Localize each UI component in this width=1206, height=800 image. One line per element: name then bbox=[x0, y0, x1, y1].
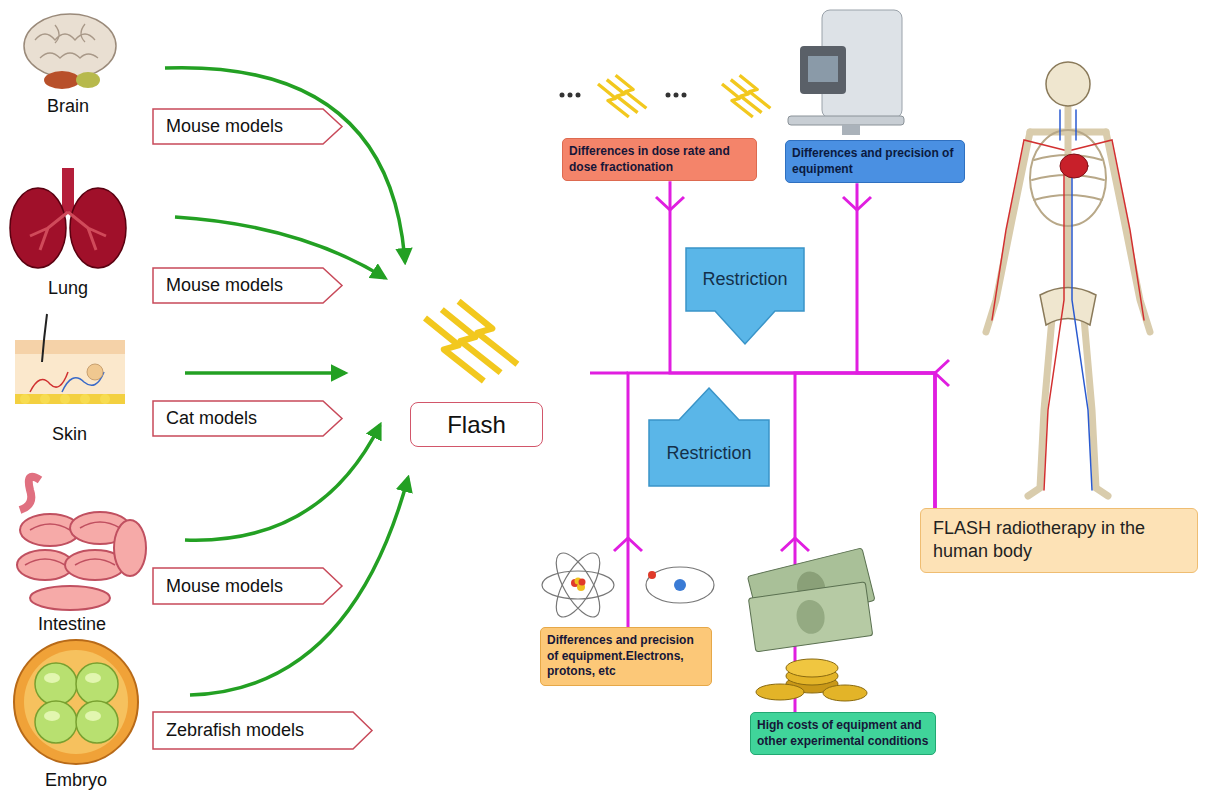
down-outline bbox=[685, 247, 805, 345]
up-outline bbox=[648, 387, 770, 487]
lung-illustration bbox=[10, 168, 126, 268]
model-tag: Zebrafish models bbox=[152, 711, 373, 750]
node-text: FLASH radiotherapy in the human body bbox=[933, 517, 1185, 564]
node-text: Differences and precision of equipment bbox=[792, 146, 958, 177]
node-text: Restriction bbox=[666, 443, 751, 464]
money-picture bbox=[747, 548, 875, 701]
node-text: Flash bbox=[447, 411, 506, 439]
intestine-illustration bbox=[17, 477, 146, 610]
embryo-illustration bbox=[14, 640, 138, 764]
cause-box: Differences in dose rate and dose fracti… bbox=[562, 138, 757, 181]
restriction-arrow: Restriction bbox=[685, 247, 805, 345]
node-text: High costs of equipment and other experi… bbox=[757, 718, 929, 749]
model-tag: Cat models bbox=[152, 400, 343, 437]
node-text: Zebrafish models bbox=[166, 720, 304, 741]
organ-label: Skin bbox=[52, 424, 87, 445]
particle-icons bbox=[542, 547, 714, 623]
organ-label: Brain bbox=[47, 96, 89, 117]
node-text: Cat models bbox=[166, 408, 257, 429]
lightning-icons bbox=[425, 75, 770, 381]
cause-box: Differences and precision of equipment.E… bbox=[540, 627, 712, 686]
cause-box: Differences and precision of equipment bbox=[785, 140, 965, 183]
model-tag: Mouse models bbox=[152, 108, 343, 145]
node-text: Differences and precision of equipment.E… bbox=[547, 633, 705, 680]
organ-label: Lung bbox=[48, 278, 88, 299]
human-body-picture bbox=[986, 62, 1150, 496]
restriction-arrow: Restriction bbox=[648, 387, 770, 487]
model-tag: Mouse models bbox=[152, 267, 343, 304]
brain-illustration bbox=[24, 14, 116, 89]
organ-label: Embryo bbox=[45, 770, 107, 791]
node-text: Mouse models bbox=[166, 275, 283, 296]
radiotherapy-machine bbox=[788, 10, 904, 135]
node-text: Differences in dose rate and dose fracti… bbox=[569, 144, 750, 175]
skin-illustration bbox=[15, 314, 125, 404]
outcome-box: FLASH radiotherapy in the human body bbox=[920, 508, 1198, 573]
fishbone-line bbox=[857, 183, 935, 508]
cause-box: High costs of equipment and other experi… bbox=[750, 712, 936, 755]
flash-box: Flash bbox=[410, 402, 543, 447]
node-text: Mouse models bbox=[166, 116, 283, 137]
fishbone-marks bbox=[590, 197, 949, 551]
model-tag: Mouse models bbox=[152, 567, 343, 605]
organ-label: Intestine bbox=[38, 614, 106, 635]
node-text: Restriction bbox=[702, 269, 787, 290]
node-text: Mouse models bbox=[166, 576, 283, 597]
